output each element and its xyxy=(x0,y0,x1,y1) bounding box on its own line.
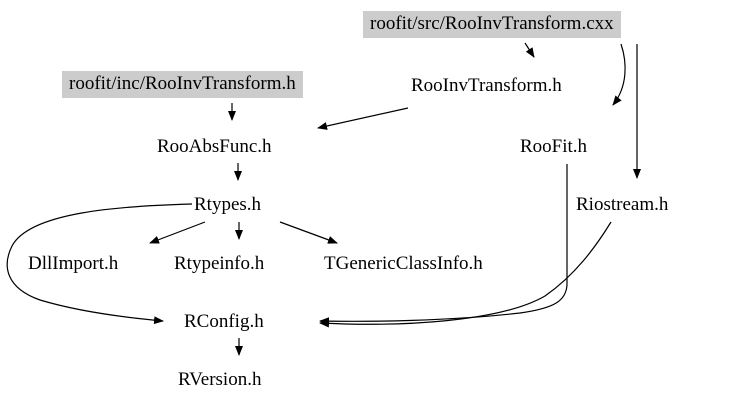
edge-riostream-to-rconfig xyxy=(319,221,612,328)
node-rooabsfunc-h[interactable]: RooAbsFunc.h xyxy=(157,136,272,157)
node-rooinvtransform-h[interactable]: RooInvTransform.h xyxy=(411,75,562,96)
edge-rooinvtransform-to-rooabsfunc xyxy=(317,107,409,130)
edge-cxx-to-roofit xyxy=(612,43,626,106)
edge-rtypes-to-tgenericclassinfo xyxy=(279,221,338,244)
edge-cxx-to-rooinvtransform xyxy=(524,42,535,58)
node-tgenericclassinfo-h[interactable]: TGenericClassInfo.h xyxy=(324,253,483,274)
edge-rtypes-to-dllimport xyxy=(149,221,206,244)
node-rversion-h[interactable]: RVersion.h xyxy=(178,369,262,390)
edge-roofit-to-rconfig xyxy=(319,164,568,326)
edge-rtypes-to-rconfig xyxy=(6,203,193,325)
node-roofit-src-rooinvtransform-cxx[interactable]: roofit/src/RooInvTransform.cxx xyxy=(363,11,621,38)
node-rconfig-h[interactable]: RConfig.h xyxy=(184,311,264,332)
node-dllimport-h[interactable]: DllImport.h xyxy=(28,253,119,274)
node-rtypes-h[interactable]: Rtypes.h xyxy=(194,194,262,215)
node-roofit-h[interactable]: RooFit.h xyxy=(520,136,588,157)
node-rtypeinfo-h[interactable]: Rtypeinfo.h xyxy=(174,253,265,274)
node-roofit-inc-rooinvtransform-h[interactable]: roofit/inc/RooInvTransform.h xyxy=(62,71,303,98)
node-riostream-h[interactable]: Riostream.h xyxy=(576,194,669,215)
